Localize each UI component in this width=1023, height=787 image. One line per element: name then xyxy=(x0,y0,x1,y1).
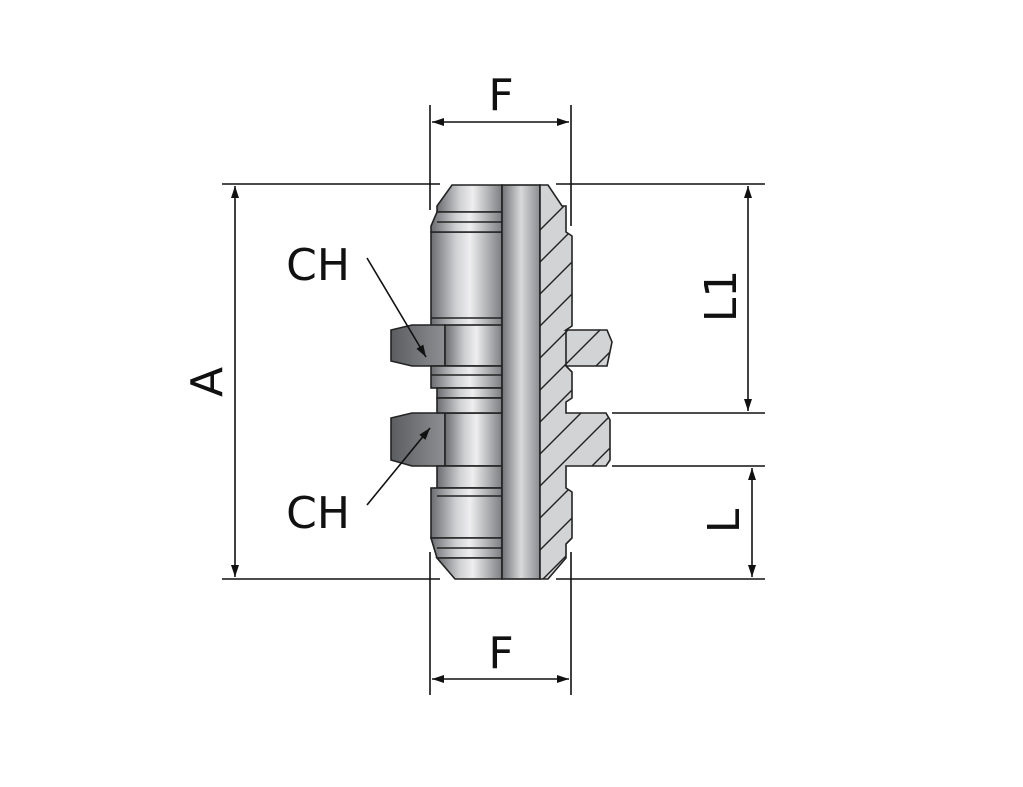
lower-hex-collar xyxy=(390,412,446,467)
label-l1: L1 xyxy=(696,270,747,323)
dimension-lines xyxy=(222,105,765,695)
ch-leader-lower xyxy=(366,427,431,506)
fitting-body-exterior xyxy=(390,184,503,580)
upper-hex-nut xyxy=(390,324,446,367)
fitting-body-section xyxy=(539,184,613,580)
label-f-top: F xyxy=(488,70,513,121)
label-ch-lower: CH xyxy=(286,488,350,539)
ch-leader-upper xyxy=(366,257,427,358)
label-l: L xyxy=(699,508,750,533)
label-f-bottom: F xyxy=(488,628,513,679)
label-a: A xyxy=(182,367,233,397)
label-ch-upper: CH xyxy=(286,240,350,291)
bore xyxy=(501,184,541,580)
